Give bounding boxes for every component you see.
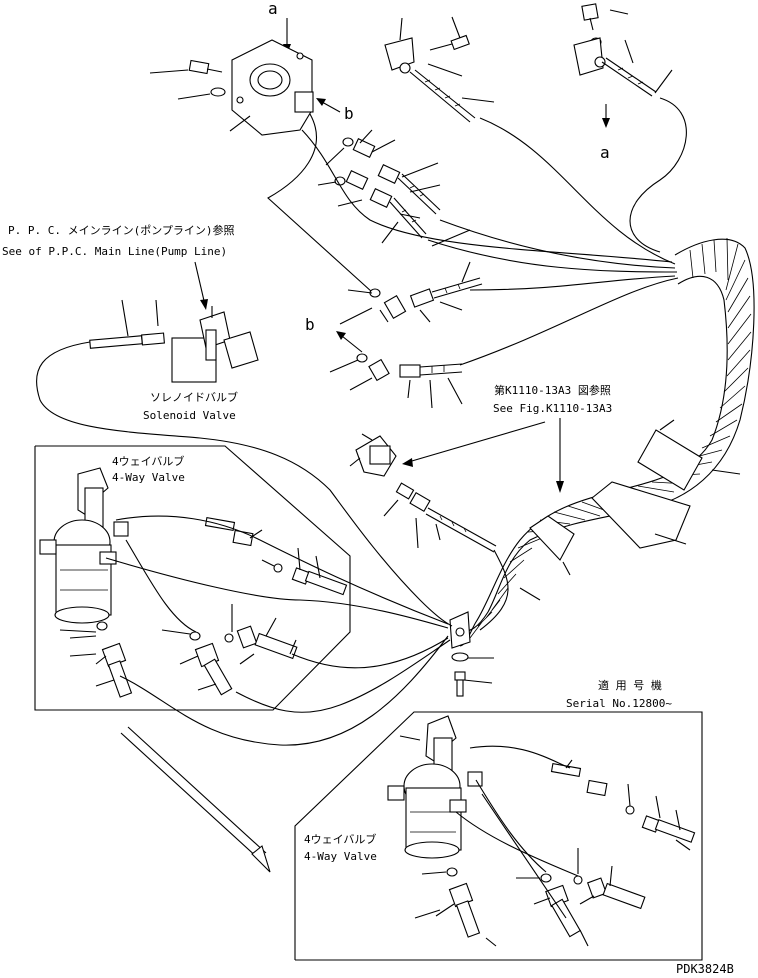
hose-bundle-lines bbox=[267, 97, 687, 366]
fourway-label-en: 4-Way Valve bbox=[112, 471, 185, 484]
clamp-top bbox=[384, 16, 470, 74]
serial-hoses bbox=[455, 745, 579, 919]
solenoid-label-en: Solenoid Valve bbox=[143, 409, 236, 422]
fourway2-label-en: 4-Way Valve bbox=[304, 850, 377, 863]
ppc-label-en: See of P.P.C. Main Line(Pump Line) bbox=[2, 245, 227, 258]
fittings-center-cluster bbox=[317, 129, 441, 244]
ref-a-right: a bbox=[600, 143, 610, 162]
serial-label-en: Serial No.12800~ bbox=[566, 697, 672, 710]
clamp-top-right bbox=[573, 3, 673, 97]
arrow-fig-ref bbox=[402, 418, 564, 493]
fourway-label-jp: 4ウェイバルブ bbox=[112, 454, 184, 468]
bundle-end-clamp bbox=[449, 611, 494, 697]
ppc-label-jp: P. P. C. メインライン(ポンプライン)参照 bbox=[8, 223, 235, 237]
washer-flange bbox=[210, 87, 226, 97]
solenoid-label-jp: ソレノイドバルブ bbox=[150, 390, 238, 404]
leader-lines bbox=[339, 229, 691, 947]
arrow-a-right bbox=[602, 104, 610, 128]
fourway-valve-main bbox=[39, 467, 129, 633]
fourway-valve-serial bbox=[387, 715, 483, 859]
spiral-wrap-bundle bbox=[459, 237, 755, 647]
serial-detail-frame bbox=[294, 711, 703, 961]
serial-label-jp: 適 用 号 機 bbox=[598, 678, 662, 692]
fig-ref-jp: 第K1110-13A3 図参照 bbox=[494, 383, 611, 397]
ref-b-top: b bbox=[344, 104, 354, 123]
bundle-band-2 bbox=[591, 481, 691, 549]
arrow-b-mid bbox=[336, 331, 363, 353]
bundle-band-3 bbox=[529, 515, 575, 576]
bundle-band-1 bbox=[637, 419, 741, 491]
arrow-ppc bbox=[194, 261, 208, 310]
bolt-flange bbox=[149, 59, 223, 75]
solenoid-hose bbox=[36, 299, 453, 627]
ref-b-mid: b bbox=[305, 315, 315, 334]
solenoid-valve bbox=[171, 306, 259, 383]
pump-block-flange bbox=[231, 39, 314, 136]
transition-arrow bbox=[120, 726, 271, 873]
fig-ref-en: See Fig.K1110-13A3 bbox=[493, 402, 612, 415]
ref-a-top: a bbox=[268, 0, 278, 18]
serial-fittings bbox=[421, 759, 696, 938]
arrow-b-top bbox=[316, 98, 341, 113]
relay-block bbox=[349, 433, 509, 631]
drawing-code: PDK3824B bbox=[676, 962, 734, 976]
fourway-hoses bbox=[105, 515, 451, 746]
fourway2-label-jp: 4ウェイバルブ bbox=[304, 832, 376, 846]
fourway-detail-frame bbox=[34, 445, 351, 711]
hose-top-center bbox=[409, 63, 495, 123]
fittings-b-branch bbox=[329, 277, 483, 409]
